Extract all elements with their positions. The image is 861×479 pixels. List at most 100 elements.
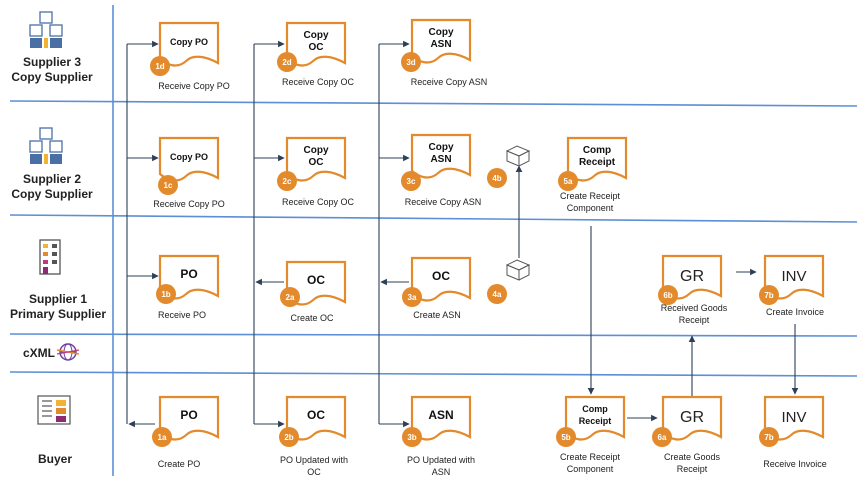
step-badge bbox=[402, 427, 422, 447]
step-caption-line1: Create Receipt bbox=[560, 191, 621, 201]
step-badge-label: 6a bbox=[658, 433, 667, 442]
step-badge bbox=[401, 171, 421, 191]
step-caption-line1: Receive Copy ASN bbox=[411, 77, 488, 87]
step-badge bbox=[556, 427, 576, 447]
document-title: ASN bbox=[428, 408, 453, 422]
step-badge-label: 1b bbox=[161, 290, 170, 299]
step-badge-label: 3a bbox=[408, 293, 417, 302]
lane-label-supplier1-line2: Primary Supplier bbox=[10, 307, 106, 321]
lane-buyer: Buyer bbox=[37, 395, 72, 466]
step-caption-line1: PO Updated with bbox=[280, 455, 348, 465]
globe-icon bbox=[56, 343, 80, 361]
step-caption-line1: Create Receipt bbox=[560, 452, 621, 462]
step-caption-line1: Receive Copy OC bbox=[282, 77, 355, 87]
document-report-icon bbox=[37, 395, 71, 425]
step-badge-label: 4b bbox=[492, 174, 501, 183]
step-badge-label: 3b bbox=[407, 433, 416, 442]
step-badge-label: 1c bbox=[164, 181, 173, 190]
step-badge bbox=[658, 285, 678, 305]
step-caption-line2: OC bbox=[307, 467, 321, 477]
step-caption-line1: Create Invoice bbox=[766, 307, 824, 317]
document-title-line1: Copy bbox=[429, 27, 454, 38]
step-caption-line1: Create Goods bbox=[664, 452, 721, 462]
step-badge-label: 7b bbox=[764, 433, 773, 442]
package-box-icon: 4b bbox=[487, 145, 531, 188]
step-caption-line2: ASN bbox=[432, 467, 451, 477]
document-title-line1: Comp bbox=[583, 145, 611, 156]
step-badge-label: 2c bbox=[283, 177, 292, 186]
flow-connectors bbox=[126, 40, 799, 428]
document-title-line2: OC bbox=[309, 42, 324, 53]
lane-label-supplier2-line1: Supplier 2 bbox=[23, 172, 81, 186]
document-title-line2: OC bbox=[309, 157, 324, 168]
document-title: Copy PO bbox=[170, 152, 208, 162]
step-caption-line1: Create ASN bbox=[413, 310, 461, 320]
lane-label-supplier2-line2: Copy Supplier bbox=[11, 187, 93, 201]
packages-layer: 4b 4a bbox=[487, 145, 531, 304]
step-caption-line1: PO Updated with bbox=[407, 455, 475, 465]
lane-supplier2: Supplier 2 Copy Supplier bbox=[11, 127, 93, 201]
step-caption-line1: Receive Copy PO bbox=[153, 199, 225, 209]
document-title-line2: ASN bbox=[430, 154, 451, 165]
step-caption-line1: Receive Copy PO bbox=[158, 81, 230, 91]
step-caption-line2: Component bbox=[567, 203, 614, 213]
document-title: INV bbox=[781, 268, 806, 285]
step-badge-label: 5a bbox=[564, 177, 573, 186]
lane-supplier1: Supplier 1 Primary Supplier bbox=[10, 239, 106, 321]
lane-label-cxml: cXML bbox=[23, 346, 55, 360]
document-title-line2: Receipt bbox=[579, 157, 616, 168]
step-badge bbox=[759, 427, 779, 447]
step-caption-line1: Received Goods bbox=[661, 303, 728, 313]
step-caption-line2: Component bbox=[567, 464, 614, 474]
step-badge bbox=[402, 287, 422, 307]
document-title-line2: ASN bbox=[430, 39, 451, 50]
document-title: OC bbox=[307, 273, 325, 287]
step-badge-label: 4a bbox=[493, 290, 502, 299]
step-caption-line1: Create OC bbox=[290, 313, 334, 323]
step-badge bbox=[401, 52, 421, 72]
step-badge-label: 3d bbox=[406, 58, 415, 67]
step-badge bbox=[558, 171, 578, 191]
document-title: GR bbox=[680, 268, 704, 285]
lane-label-supplier3-line2: Copy Supplier bbox=[11, 70, 93, 84]
step-badge bbox=[279, 427, 299, 447]
step-badge-label: 6b bbox=[663, 291, 672, 300]
lane-label-buyer: Buyer bbox=[38, 452, 72, 466]
document-title: PO bbox=[180, 267, 197, 281]
step-badge bbox=[487, 168, 507, 188]
step-badge bbox=[652, 427, 672, 447]
lane-cxml: cXML bbox=[23, 343, 80, 361]
step-badge-label: 7b bbox=[764, 291, 773, 300]
document-title-line1: Comp bbox=[582, 404, 608, 414]
document-title: INV bbox=[781, 409, 806, 426]
document-title-line2: Receipt bbox=[579, 416, 612, 426]
document-title: OC bbox=[307, 408, 325, 422]
step-badge-label: 1a bbox=[158, 433, 167, 442]
step-badge bbox=[156, 284, 176, 304]
document-title: GR bbox=[680, 409, 704, 426]
document-title: PO bbox=[180, 408, 197, 422]
document-title-line1: Copy bbox=[304, 145, 329, 156]
document-title: OC bbox=[432, 269, 450, 283]
step-caption-line1: Receive Copy ASN bbox=[405, 197, 482, 207]
lane-label-supplier3-line1: Supplier 3 bbox=[23, 55, 81, 69]
step-badge bbox=[152, 427, 172, 447]
step-badge-label: 3c bbox=[407, 177, 416, 186]
